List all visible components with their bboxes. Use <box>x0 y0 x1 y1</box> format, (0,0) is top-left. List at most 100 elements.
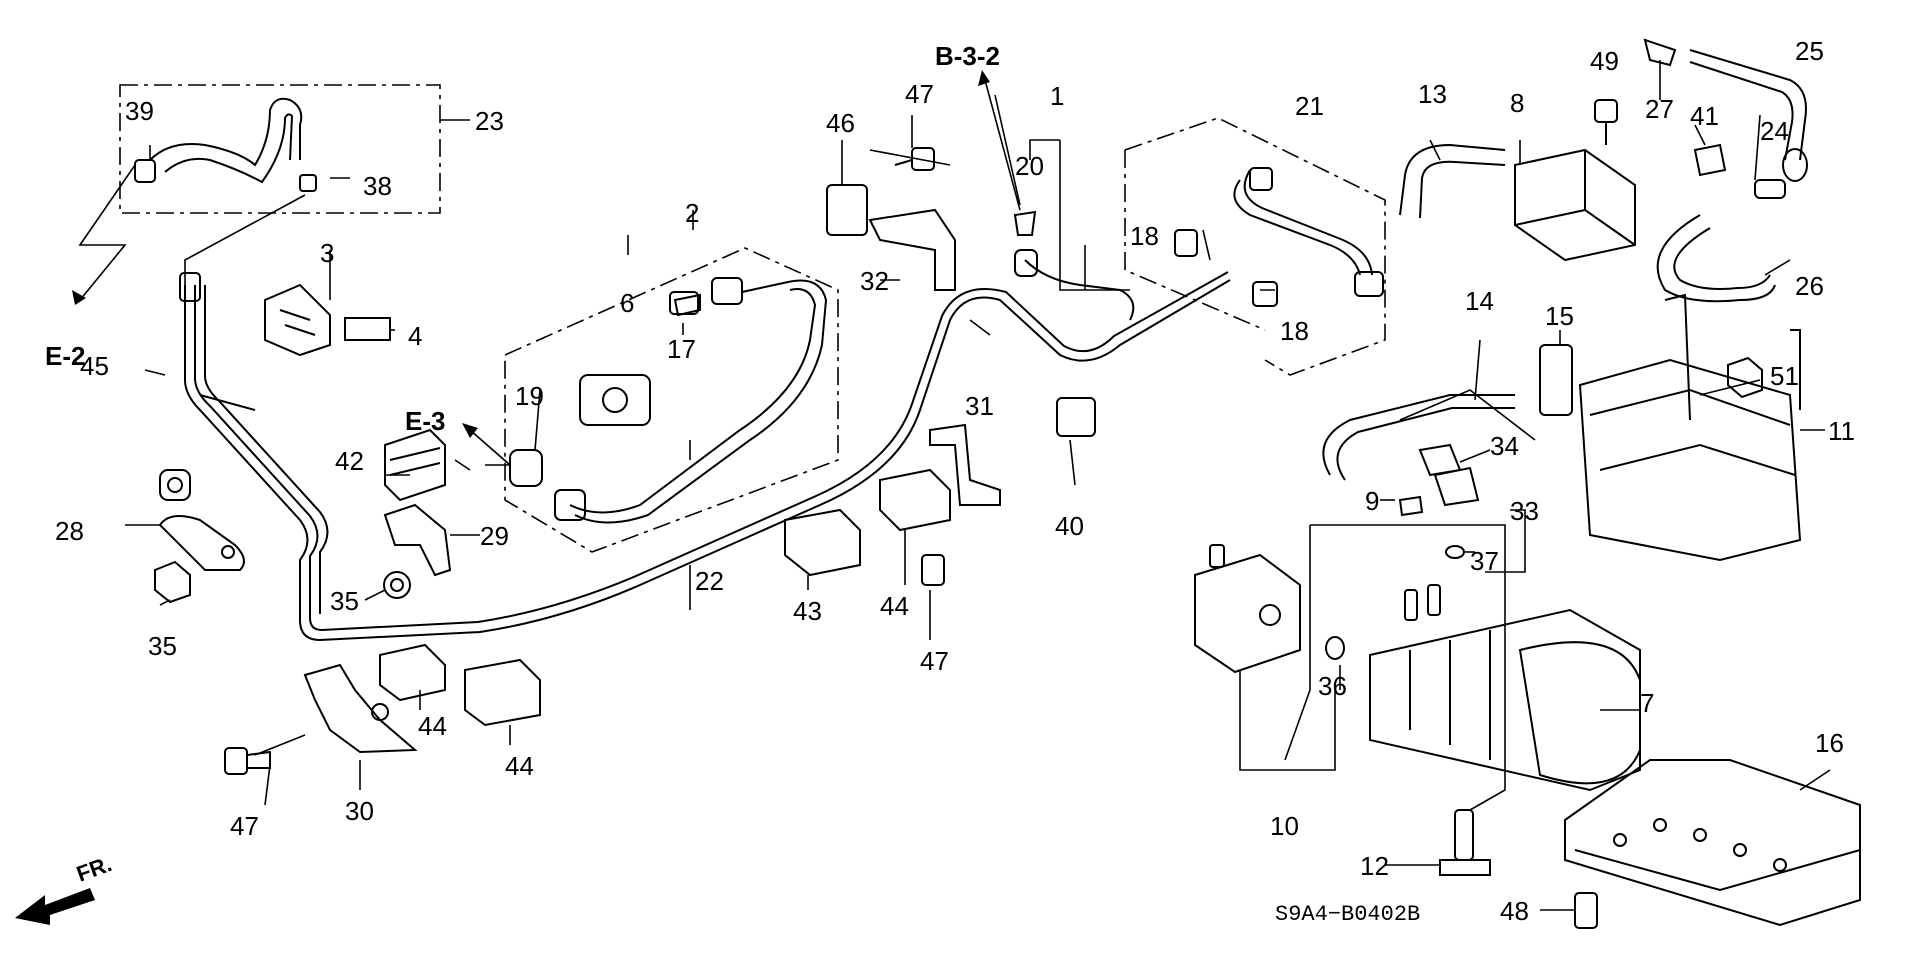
hose-1 <box>1014 249 1135 321</box>
callout-10: 10 <box>1270 811 1299 841</box>
callout-19: 19 <box>515 381 544 411</box>
callout-28: 28 <box>55 516 84 546</box>
callout-7: 7 <box>1640 688 1654 718</box>
clamp-44-right <box>879 468 951 532</box>
callout-49: 49 <box>1590 46 1619 76</box>
callout-24: 24 <box>1760 116 1789 146</box>
bracket-29 <box>383 503 452 577</box>
callout-47c: 47 <box>920 646 949 676</box>
callout-23: 23 <box>475 106 504 136</box>
washer-36 <box>1325 636 1345 660</box>
clip-18-left <box>1174 229 1198 257</box>
hose-assembly-23 <box>119 84 470 214</box>
callout-27: 27 <box>1645 94 1674 124</box>
callout-18b: 18 <box>1280 316 1309 346</box>
callout-42: 42 <box>335 446 364 476</box>
callout-15: 15 <box>1545 301 1574 331</box>
callout-33: 33 <box>1510 496 1539 526</box>
callout-47b: 47 <box>230 811 259 841</box>
hose-26 <box>1656 214 1776 303</box>
bracket-31 <box>929 423 1001 506</box>
leader-lines <box>78 60 1831 911</box>
solenoid-15 <box>1539 344 1573 416</box>
valve-8 <box>1514 148 1636 262</box>
callout-22: 22 <box>695 566 724 596</box>
clip-17 <box>669 291 699 315</box>
fuel-line-assembly <box>179 271 1231 642</box>
clip-19 <box>509 449 543 487</box>
callout-43: 43 <box>793 596 822 626</box>
callout-11: 11 <box>1828 416 1855 446</box>
hose-25 <box>1689 49 1808 182</box>
callout-41: 41 <box>1690 101 1719 131</box>
mount-45 <box>159 469 191 501</box>
clip-4 <box>344 317 391 341</box>
callout-39: 39 <box>125 96 154 126</box>
bolt-48 <box>1574 892 1598 929</box>
callout-47a: 47 <box>905 79 934 109</box>
connector-24 <box>1754 179 1786 199</box>
callout-32: 32 <box>860 266 889 296</box>
hose-assembly-2 <box>504 247 839 553</box>
nut-51 <box>1727 356 1763 399</box>
callout-26: 26 <box>1795 271 1824 301</box>
clamp-44-center <box>464 658 541 727</box>
clamp-6 <box>579 374 651 426</box>
callout-38: 38 <box>363 171 392 201</box>
bracket-3 <box>264 283 331 357</box>
callout-45: 45 <box>80 351 109 381</box>
callout-18a: 18 <box>1130 221 1159 251</box>
filter-10 <box>1194 544 1301 674</box>
callout-48: 48 <box>1500 896 1529 926</box>
clamp-28 <box>158 515 245 571</box>
callout-13: 13 <box>1418 79 1447 109</box>
bracket-32 <box>868 208 956 291</box>
bolt-47-top <box>894 147 935 171</box>
bracket-30 <box>303 663 418 754</box>
front-direction-marker: FR. <box>15 851 115 925</box>
reference-e-3: E-3 <box>405 406 445 436</box>
front-marker-label: FR. <box>73 851 115 887</box>
front-arrow-icon <box>15 888 95 925</box>
washer-37 <box>1445 545 1465 559</box>
hose-assembly-21 <box>1124 117 1386 376</box>
callout-35b: 35 <box>148 631 177 661</box>
callout-12: 12 <box>1360 851 1389 881</box>
nut-35-left <box>154 560 191 604</box>
reference-e-2: E-2 <box>45 341 85 371</box>
hose-13 <box>1399 143 1506 219</box>
callout-21: 21 <box>1295 91 1324 121</box>
callout-9: 9 <box>1365 486 1379 516</box>
skid-plate-16 <box>1564 759 1861 927</box>
callout-51: 51 <box>1770 361 1799 391</box>
callout-46: 46 <box>826 108 855 138</box>
callout-4: 4 <box>408 321 422 351</box>
callout-44b: 44 <box>505 751 534 781</box>
callout-1: 1 <box>1050 81 1064 111</box>
bolt-49 <box>1594 99 1618 145</box>
callout-29: 29 <box>480 521 509 551</box>
callout-labels: 1 2 3 4 6 7 8 9 10 11 12 13 14 15 16 17 … <box>55 36 1855 926</box>
callout-17: 17 <box>667 334 696 364</box>
clip-9 <box>1398 495 1424 517</box>
connector-27 <box>1643 38 1677 67</box>
cushion-42 <box>384 428 446 502</box>
callout-44c: 44 <box>880 591 909 621</box>
reference-arrows <box>72 70 1021 466</box>
callout-44a: 44 <box>418 711 447 741</box>
clip-18-right <box>1252 281 1278 307</box>
canister-7 <box>1369 584 1641 792</box>
bolt-47-center <box>921 554 945 586</box>
callout-31: 31 <box>965 391 994 421</box>
callout-34: 34 <box>1490 431 1519 461</box>
reference-labels: B-3-2 E-2 E-3 <box>45 41 1000 436</box>
callout-6: 6 <box>620 288 634 318</box>
reference-b-3-2: B-3-2 <box>935 41 1000 71</box>
clamp-44-left <box>379 643 446 702</box>
callout-35a: 35 <box>330 586 359 616</box>
callout-2: 2 <box>685 198 699 228</box>
canister-bracket-11 <box>1578 293 1802 562</box>
callout-30: 30 <box>345 796 374 826</box>
callout-37: 37 <box>1470 546 1499 576</box>
